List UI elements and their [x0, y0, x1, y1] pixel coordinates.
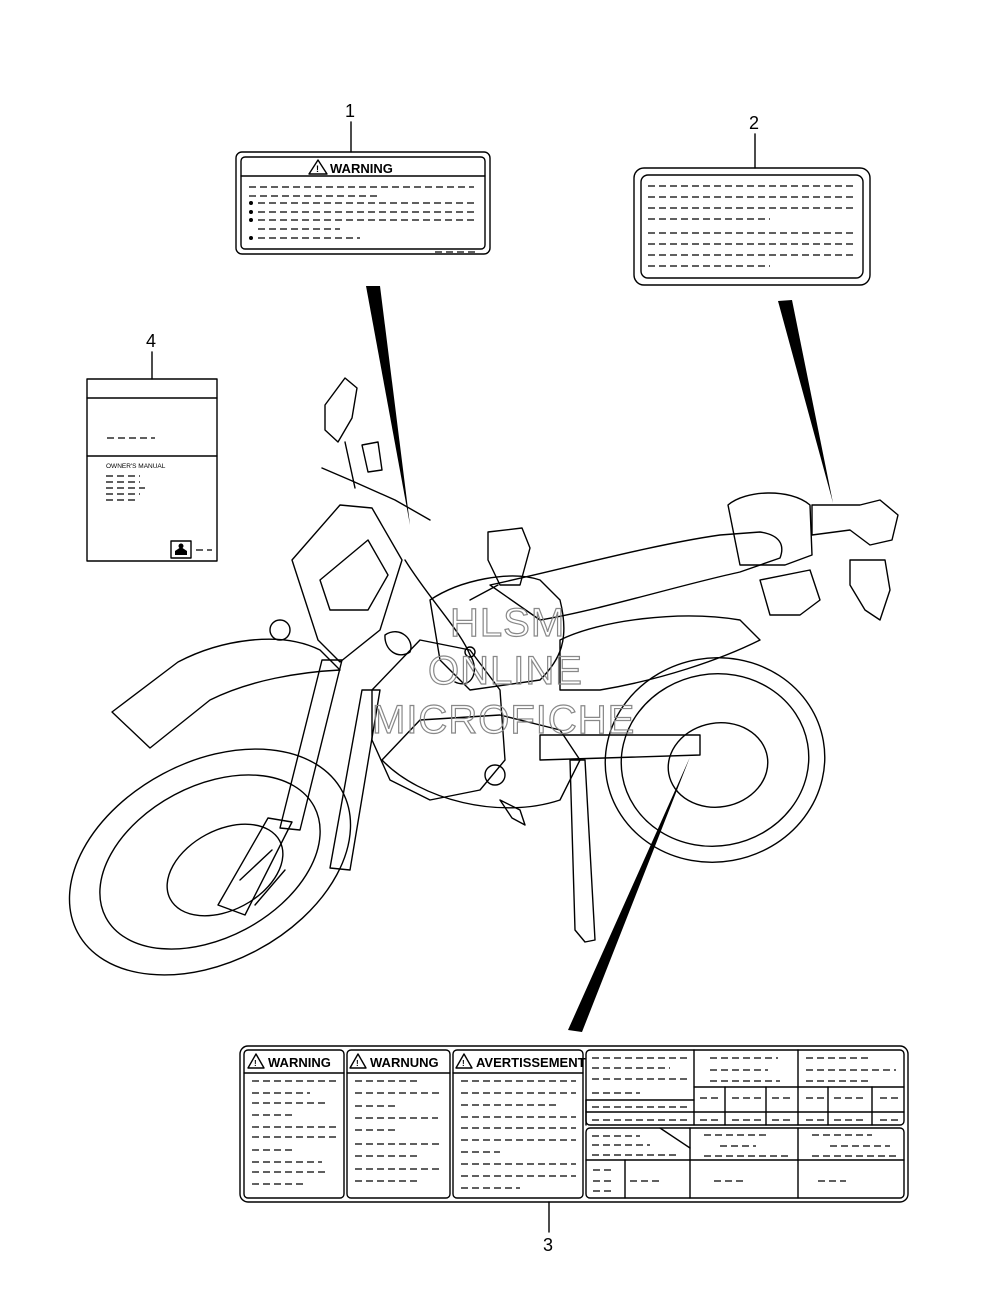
fuel-tank: [429, 575, 565, 691]
label-3-header-en: WARNING: [268, 1055, 331, 1070]
radiator-shroud: [371, 639, 506, 801]
tail-light: [849, 559, 891, 621]
cables: [404, 559, 475, 685]
manufacturer-logo-icon: [175, 547, 187, 555]
left-grip: [361, 441, 383, 473]
warning-triangle-icon: !: [308, 159, 328, 175]
svg-text:!: !: [316, 164, 319, 174]
watermark-line-2: ONLINE: [428, 649, 583, 693]
callout-number-3[interactable]: 3: [543, 1235, 553, 1255]
callout-number-2[interactable]: 2: [749, 113, 759, 133]
front-tire: [68, 748, 352, 976]
footpeg: [499, 799, 526, 826]
swingarm: [539, 734, 701, 761]
motorcycle-outline: [68, 377, 899, 976]
front-fender: [111, 638, 341, 749]
side-cover: [559, 615, 761, 691]
label-2-text-lines: [648, 185, 856, 267]
multilingual-label-3[interactable]: ! WARNING ! WARNUNG ! AVERTISSEMENT: [239, 1045, 909, 1203]
svg-text:!: !: [254, 1059, 257, 1068]
label-3-header-de: WARNUNG: [370, 1055, 439, 1070]
kickstand: [569, 759, 596, 943]
warning-triangle-icon: !: [455, 1053, 473, 1069]
turn-signal: [384, 631, 412, 656]
watermark-line-3: MICROFICHE: [372, 698, 635, 742]
callout-number-4[interactable]: 4: [146, 331, 156, 351]
warning-triangle-icon: !: [349, 1053, 367, 1069]
info-label-2[interactable]: [633, 167, 871, 286]
engine-case: [381, 714, 581, 809]
warning-triangle-icon: !: [247, 1053, 265, 1069]
manual-title: OWNER'S MANUAL: [106, 463, 166, 470]
rear-fender-tip: [811, 499, 899, 546]
watermark: HLSM ONLINE MICROFICHE: [371, 600, 635, 742]
rear-tire: [604, 657, 826, 863]
label-3-text-lines: [252, 1080, 576, 1189]
label-3-upper-table-text: [592, 1057, 898, 1121]
left-mirror: [324, 377, 358, 443]
headlight-cowl: [291, 504, 403, 663]
left-fork: [279, 659, 343, 831]
label-1-header: WARNING: [330, 161, 393, 176]
seat: [489, 531, 783, 621]
front-turn-signal: [269, 619, 291, 641]
owners-manual-book[interactable]: OWNER'S MANUAL: [86, 378, 218, 562]
label-3-lower-table: [585, 1127, 905, 1199]
callout-number-1[interactable]: 1: [345, 101, 355, 121]
pointer-arrow-2: [778, 300, 833, 503]
label-3-lower-table-text: [592, 1134, 896, 1192]
watermark-line-1: HLSM: [450, 601, 565, 645]
label-3-header-fr: AVERTISSEMENT: [476, 1055, 586, 1070]
pointer-arrow-1: [366, 286, 410, 525]
rear-seat-hump: [727, 492, 813, 566]
svg-text:!: !: [462, 1059, 465, 1068]
label-3-upper-table: [585, 1049, 905, 1126]
front-brake-disc: [166, 823, 284, 917]
warning-label-1[interactable]: ! WARNING: [235, 151, 491, 255]
rear-hub: [667, 722, 769, 808]
fork-bottom: [217, 817, 293, 916]
svg-text:!: !: [356, 1059, 359, 1068]
right-mirror: [487, 527, 531, 586]
pointer-arrow-3: [568, 757, 690, 1032]
handlebar: [321, 467, 431, 521]
label-1-text-lines: [249, 186, 478, 253]
right-fork: [329, 689, 381, 871]
